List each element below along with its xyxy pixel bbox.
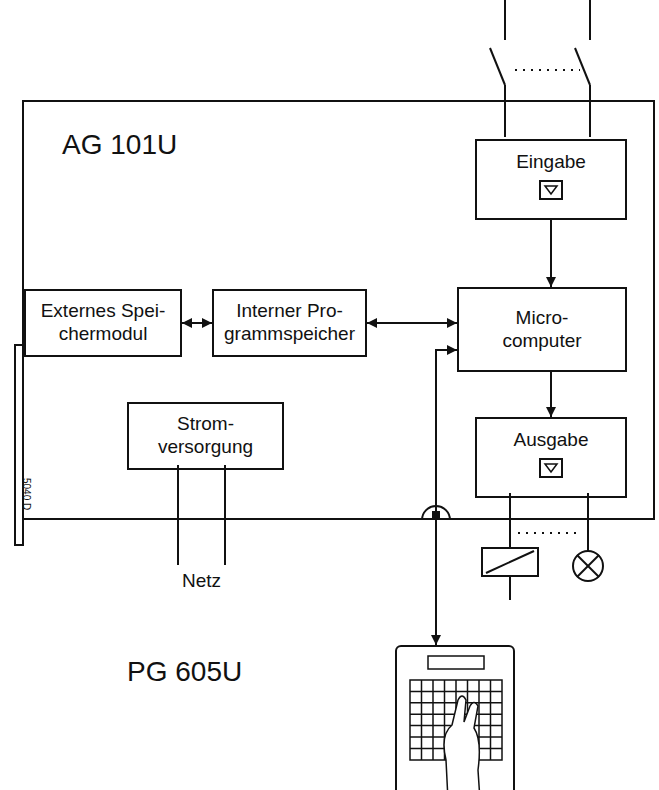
mains-label: Netz <box>182 570 221 592</box>
node-text: Ausgabe <box>513 429 588 452</box>
mains-wires <box>178 465 225 565</box>
drawing-number: 5040 D <box>21 478 32 510</box>
node-text: Interner Pro- grammspeicher <box>222 300 357 346</box>
connector-arrow <box>182 322 212 324</box>
keypad-illustration <box>410 656 502 790</box>
power-supply-box: Strom- versorgung <box>127 402 284 470</box>
plc-housing: AG 101U Externes Spei- chermodul Interner … <box>22 100 655 520</box>
microcomputer-box: Micro- computer <box>457 287 627 372</box>
connector-arrow <box>550 372 552 417</box>
node-text: Micro- computer <box>495 307 590 353</box>
connector-arrow <box>436 350 457 645</box>
io-symbol <box>539 180 563 200</box>
programmer-device: PG 605U <box>395 645 515 790</box>
node-text: Eingabe <box>516 151 586 174</box>
switch-inputs <box>490 0 590 137</box>
connector-arrow <box>367 322 457 324</box>
node-text: Externes Spei- chermodul <box>33 300 173 346</box>
input-box: Eingabe <box>475 139 627 220</box>
program-memory-box: Interner Pro- grammspeicher <box>212 289 367 357</box>
node-text: AG 101U <box>62 128 177 162</box>
memory-module-box: Externes Spei- chermodul <box>24 289 182 357</box>
output-loads <box>482 493 603 600</box>
output-box: Ausgabe <box>475 417 627 498</box>
io-symbol <box>539 458 563 478</box>
node-text: PG 605U <box>127 655 242 689</box>
connector-arrow <box>550 220 552 287</box>
node-text: Strom- versorgung <box>151 413 261 459</box>
